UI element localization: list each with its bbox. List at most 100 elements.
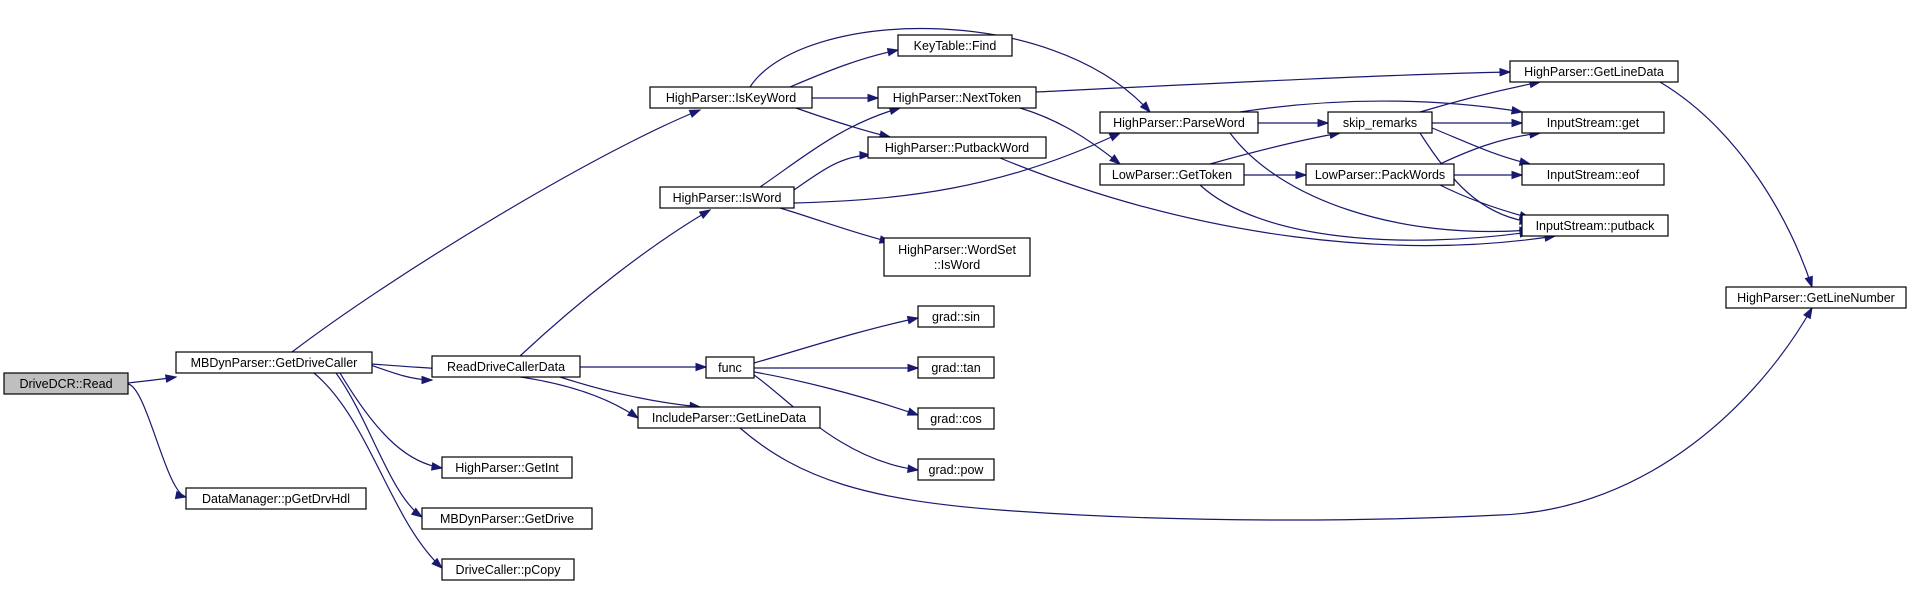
- node-stream-putback[interactable]: InputStream::putback: [1521, 214, 1669, 237]
- node-get-line-number[interactable]: HighParser::GetLineNumber: [1725, 286, 1907, 309]
- node-p-copy[interactable]: DriveCaller::pCopy: [441, 558, 575, 581]
- edge-line: [753, 371, 919, 416]
- node-box: [1521, 214, 1669, 237]
- edge-arrowhead: [1108, 132, 1122, 142]
- node-include-get-line-data[interactable]: IncludeParser::GetLineData: [637, 406, 821, 429]
- edge-arrowhead: [430, 462, 444, 471]
- node-label: DataManager::pGetDrvHdl: [202, 492, 350, 506]
- node-label: LowParser::PackWords: [1315, 168, 1445, 182]
- node-p-get-drv-hdl[interactable]: DataManager::pGetDrvHdl: [185, 487, 367, 510]
- node-label: DriveDCR::Read: [19, 377, 112, 391]
- edge-line: [753, 317, 919, 364]
- edge-func-to-grad_tan: [754, 363, 920, 373]
- edge-arrowhead: [626, 408, 640, 419]
- node-label: IncludeParser::GetLineData: [652, 411, 806, 425]
- node-parse-word[interactable]: HighParser::ParseWord: [1099, 111, 1259, 134]
- node-box: [1099, 163, 1245, 186]
- edge-is_word-to-word_set_is_word: [779, 207, 892, 244]
- edge-line: [1419, 132, 1531, 223]
- node-box: [175, 351, 373, 374]
- edge-is_key_word-to-parse_word: [749, 27, 1151, 114]
- edge-line: [1035, 71, 1511, 93]
- edge-line: [793, 132, 1121, 204]
- node-grad-sin[interactable]: grad::sin: [917, 305, 995, 328]
- edge-pack_words-to-stream_eof: [1454, 170, 1524, 180]
- node-label: ::IsWord: [934, 258, 980, 272]
- edge-read_drive_caller_data-to-is_word: [519, 209, 712, 357]
- node-box: [883, 237, 1031, 277]
- node-get-drive[interactable]: MBDynParser::GetDrive: [421, 507, 593, 530]
- node-get-token[interactable]: LowParser::GetToken: [1099, 163, 1245, 186]
- node-key-table-find[interactable]: KeyTable::Find: [897, 34, 1013, 57]
- node-label: grad::sin: [932, 310, 980, 324]
- node-label: HighParser::IsKeyWord: [666, 91, 796, 105]
- node-next-token[interactable]: HighParser::NextToken: [877, 86, 1037, 109]
- call-graph-edges: [127, 27, 1813, 570]
- node-label: ReadDriveCallerData: [447, 360, 565, 374]
- edge-parse_word-to-skip_remarks: [1257, 118, 1330, 128]
- node-word-set-is-word[interactable]: HighParser::WordSet::IsWord: [883, 237, 1031, 277]
- node-is-word[interactable]: HighParser::IsWord: [659, 186, 795, 209]
- node-drive-dcr-read[interactable]: DriveDCR::Read: [3, 372, 129, 395]
- node-stream-get[interactable]: InputStream::get: [1521, 111, 1665, 134]
- node-box: [659, 186, 795, 209]
- node-box: [431, 355, 581, 378]
- node-label: HighParser::GetInt: [455, 461, 559, 475]
- edge-line: [519, 209, 711, 357]
- node-box: [917, 356, 995, 379]
- node-skip-remarks[interactable]: skip_remarks: [1327, 111, 1433, 134]
- node-putback-word[interactable]: HighParser::PutbackWord: [867, 136, 1047, 159]
- node-box: [917, 407, 995, 430]
- edge-line: [127, 383, 187, 498]
- edge-line: [1439, 184, 1531, 219]
- node-box: [1305, 163, 1455, 186]
- edge-line: [1439, 132, 1541, 165]
- node-label: HighParser::GetLineData: [1524, 65, 1664, 79]
- edge-high_get_line_data-to-get_line_number: [1659, 81, 1813, 289]
- node-high-get-line-data[interactable]: HighParser::GetLineData: [1509, 60, 1679, 83]
- node-box: [917, 305, 995, 328]
- node-get-drive-caller[interactable]: MBDynParser::GetDriveCaller: [175, 351, 373, 374]
- node-pack-words[interactable]: LowParser::PackWords: [1305, 163, 1455, 186]
- edge-line: [1419, 81, 1541, 113]
- edge-next_token-to-high_get_line_data: [1035, 67, 1512, 93]
- edge-line: [313, 372, 443, 569]
- node-box: [185, 487, 367, 510]
- node-read-drive-caller-data[interactable]: ReadDriveCallerData: [431, 355, 581, 378]
- node-box: [441, 456, 573, 479]
- node-box: [917, 458, 995, 481]
- node-box: [441, 558, 575, 581]
- edge-arrowhead: [859, 151, 872, 160]
- node-grad-cos[interactable]: grad::cos: [917, 407, 995, 430]
- edge-arrowhead: [695, 362, 708, 372]
- node-stream-eof[interactable]: InputStream::eof: [1521, 163, 1665, 186]
- node-grad-pow[interactable]: grad::pow: [917, 458, 995, 481]
- edge-line: [559, 376, 701, 408]
- node-label: grad::tan: [931, 361, 980, 375]
- edge-arrowhead: [906, 315, 920, 325]
- node-box: [1725, 286, 1907, 309]
- node-label: InputStream::eof: [1547, 168, 1640, 182]
- node-label: HighParser::WordSet: [898, 243, 1016, 257]
- edge-arrowhead: [1803, 306, 1813, 320]
- edge-func-to-grad_sin: [753, 315, 920, 364]
- node-label: MBDynParser::GetDrive: [440, 512, 574, 526]
- node-func[interactable]: func: [705, 356, 755, 379]
- edge-line: [749, 27, 1151, 113]
- edge-line: [793, 154, 871, 191]
- node-box: [1099, 111, 1259, 134]
- node-box: [637, 406, 821, 429]
- edge-drive_dcr_read-to-get_drive_caller: [127, 374, 178, 384]
- node-grad-tan[interactable]: grad::tan: [917, 356, 995, 379]
- edge-get_drive_caller-to-p_copy: [313, 372, 444, 570]
- edge-line: [1199, 184, 1531, 241]
- node-label: HighParser::NextToken: [893, 91, 1022, 105]
- edge-arrowhead: [1295, 170, 1308, 180]
- node-label: LowParser::GetToken: [1112, 168, 1232, 182]
- edge-line: [1431, 127, 1531, 165]
- node-is-key-word[interactable]: HighParser::IsKeyWord: [649, 86, 813, 109]
- edge-line: [1659, 81, 1813, 288]
- node-high-get-int[interactable]: HighParser::GetInt: [441, 456, 573, 479]
- edge-pack_words-to-stream_get: [1439, 130, 1542, 165]
